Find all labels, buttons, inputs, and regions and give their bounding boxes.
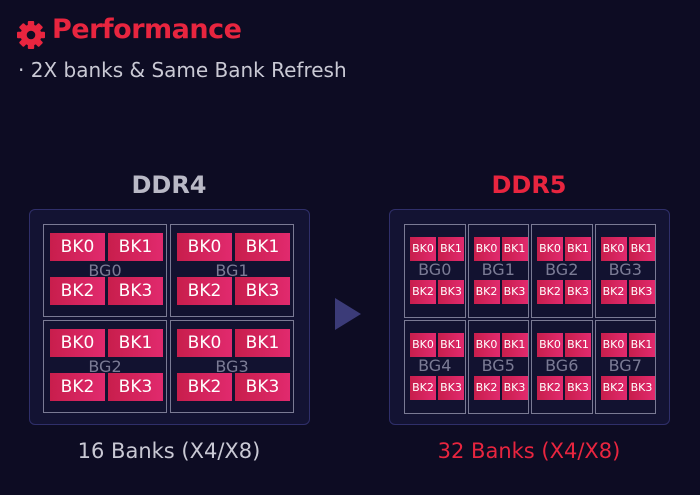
bank-cell: BK1 [628, 237, 655, 261]
bank-cell: BK2 [600, 376, 627, 400]
bank-cell: BK1 [565, 237, 591, 261]
bank-cell: BK3 [108, 277, 163, 305]
bank-group-label: BG7 [608, 356, 642, 375]
ddr4-caption: 16 Banks (X4/X8) [77, 439, 261, 463]
bank-cell: BK3 [628, 280, 655, 304]
bank-cell: BK0 [537, 333, 563, 357]
bank-cell: BK3 [501, 280, 528, 304]
bank-cell: BK3 [565, 280, 591, 304]
bank-cell: BK2 [410, 376, 436, 400]
bank-group-label: BG3 [608, 260, 642, 279]
bank-group-label: BG6 [545, 356, 579, 375]
bank-cell: BK2 [177, 277, 232, 305]
bank-cell: BK1 [501, 333, 528, 357]
bank-cell: BK2 [410, 280, 436, 304]
bank-cell: BK0 [473, 237, 500, 261]
bank-cell: BK0 [177, 329, 232, 357]
bank-cell: BK3 [501, 376, 528, 400]
bank-cell: BK3 [565, 376, 591, 400]
bank-cell: BK1 [235, 329, 290, 357]
bank-cell: BK0 [50, 329, 105, 357]
bank-group-label: BG1 [215, 261, 249, 280]
bank-cell: BK2 [50, 277, 105, 305]
ddr4-title: DDR4 [131, 171, 207, 199]
bank-cell: BK1 [438, 237, 464, 261]
bank-cell: BK2 [537, 376, 563, 400]
bank-cell: BK0 [600, 333, 627, 357]
bank-cell: BK0 [410, 237, 436, 261]
ddr5-title: DDR5 [491, 171, 567, 199]
bank-cell: BK3 [235, 277, 290, 305]
page-subtitle: · 2X banks & Same Bank Refresh [18, 58, 347, 82]
bank-cell: BK1 [108, 329, 163, 357]
bank-cell: BK3 [438, 280, 464, 304]
bank-group-label: BG5 [481, 356, 515, 375]
bank-cell: BK0 [473, 333, 500, 357]
bank-cell: BK0 [600, 237, 627, 261]
bank-cell: BK1 [235, 233, 290, 261]
bank-group-label: BG0 [418, 260, 452, 279]
bank-cell: BK2 [50, 373, 105, 401]
bank-cell: BK0 [410, 333, 436, 357]
bank-cell: BK0 [177, 233, 232, 261]
bank-cell: BK2 [537, 280, 563, 304]
bank-group-label: BG2 [88, 357, 122, 376]
bank-group-label: BG0 [88, 261, 122, 280]
page-title: Performance [52, 14, 242, 45]
bank-cell: BK3 [438, 376, 464, 400]
bank-cell: BK0 [537, 237, 563, 261]
bank-cell: BK2 [473, 280, 500, 304]
bank-cell: BK1 [501, 237, 528, 261]
bank-group-label: BG3 [215, 357, 249, 376]
bank-group-label: BG2 [545, 260, 579, 279]
bank-group-label: BG1 [481, 260, 515, 279]
bank-group-label: BG4 [418, 356, 452, 375]
bank-cell: BK3 [628, 376, 655, 400]
ddr5-caption: 32 Banks (X4/X8) [437, 439, 621, 463]
bank-cell: BK3 [235, 373, 290, 401]
arrow-right-icon [335, 298, 361, 330]
gear-icon [17, 21, 45, 49]
bank-cell: BK2 [177, 373, 232, 401]
bank-cell: BK1 [565, 333, 591, 357]
bank-cell: BK3 [108, 373, 163, 401]
bank-cell: BK2 [473, 376, 500, 400]
bank-cell: BK2 [600, 280, 627, 304]
bank-cell: BK1 [108, 233, 163, 261]
bank-cell: BK1 [438, 333, 464, 357]
bank-cell: BK1 [628, 333, 655, 357]
bank-cell: BK0 [50, 233, 105, 261]
